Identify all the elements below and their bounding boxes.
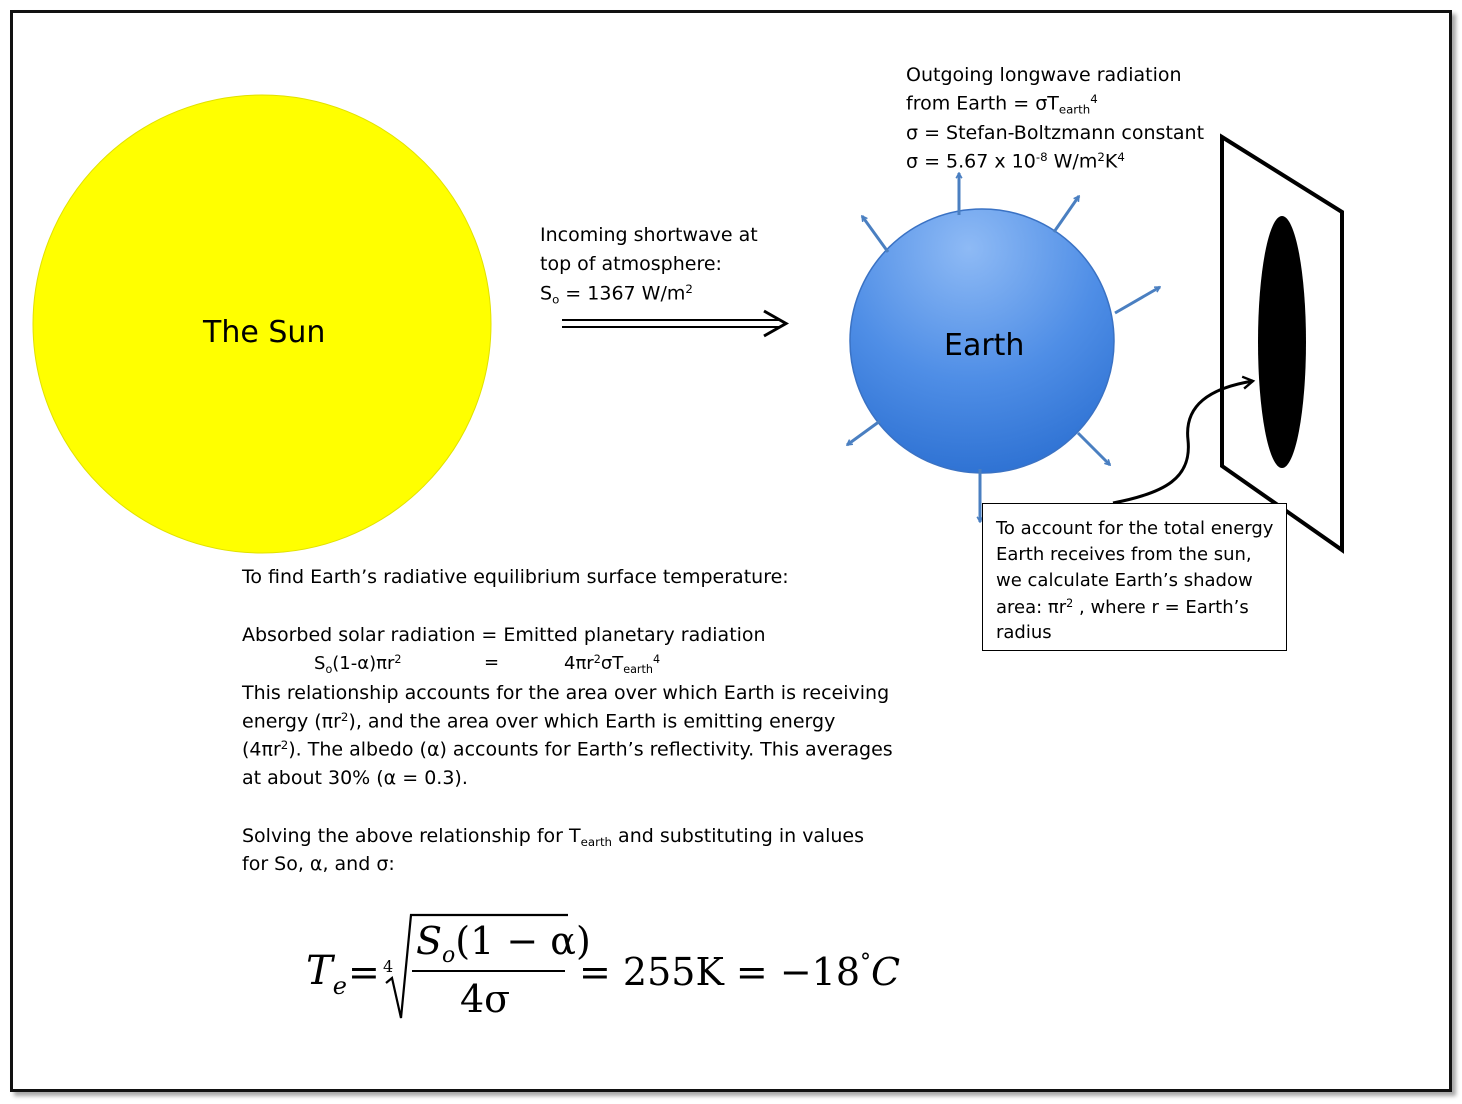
shadow-note-line-1: To account for the total energy xyxy=(996,518,1274,539)
formula-lhs: Te xyxy=(306,948,347,1000)
explanation-para-line-1: This relationship accounts for the area … xyxy=(242,682,890,704)
outgoing-arrow-up-left xyxy=(860,216,890,253)
earth-shadow xyxy=(1258,216,1306,468)
equation-equals: = xyxy=(484,652,500,673)
explanation-para-line-4: at about 30% (α = 0.3). xyxy=(242,767,468,789)
sun-label: The Sun xyxy=(203,315,326,350)
formula-root xyxy=(385,913,568,1019)
outgoing-arrow-down-right xyxy=(1076,431,1110,465)
explanation-balance: Absorbed solar radiation = Emitted plane… xyxy=(242,624,766,646)
earth-label: Earth xyxy=(944,328,1025,363)
formula-numerator: So(1 − α) xyxy=(416,919,591,968)
outgoing-arrow-down-left xyxy=(847,419,881,447)
incoming-line-1: Incoming shortwave at xyxy=(540,224,758,246)
incoming-radiation-arrow xyxy=(562,309,790,338)
shadow-note-line-4: area: πr2 , where r = Earth’s xyxy=(996,597,1249,619)
explanation-solve-line-2: for So, α, and σ: xyxy=(242,853,395,875)
explanation-para-line-3: (4πr2). The albedo (α) accounts for Eart… xyxy=(242,738,893,761)
shadow-note-box: To account for the total energy Earth re… xyxy=(982,503,1287,651)
earth-disc xyxy=(849,208,1115,474)
incoming-line-2: top of atmosphere: xyxy=(540,253,722,275)
outgoing-radiation-arrows xyxy=(847,173,1160,522)
explanation-solve-line-1: Solving the above relationship for Teart… xyxy=(242,825,864,850)
formula-root-index: 4 xyxy=(383,957,394,976)
sun-disc xyxy=(32,94,492,554)
shadow-note-line-2: Earth receives from the sun, xyxy=(996,544,1252,565)
outgoing-line-2: from Earth = σTearth4 xyxy=(906,92,1098,117)
formula-denominator: 4σ xyxy=(460,977,511,1021)
outgoing-arrow-right xyxy=(1114,285,1160,315)
equation-right-side: 4πr2σTearth4 xyxy=(564,653,661,677)
formula-equals: = xyxy=(348,950,380,994)
outgoing-line-4: σ = 5.67 x 10-8 W/m2K4 xyxy=(906,150,1125,173)
explanation-para-line-2: energy (πr2), and the area over which Ea… xyxy=(242,710,836,733)
equation-left-side: So(1-α)πr2 xyxy=(314,653,402,677)
formula-result: = 255K = −18°C xyxy=(579,950,901,994)
shadow-note-line-3: we calculate Earth’s shadow xyxy=(996,570,1253,591)
shadow-pointer-arrow xyxy=(1112,381,1253,505)
shadow-note-line-5: radius xyxy=(996,622,1052,643)
outgoing-line-1: Outgoing longwave radiation xyxy=(906,64,1182,86)
explanation-intro: To find Earth’s radiative equilibrium su… xyxy=(242,566,789,588)
outgoing-line-3: σ = Stefan-Boltzmann constant xyxy=(906,122,1205,144)
incoming-solar-constant: So = 1367 W/m2 xyxy=(540,282,693,307)
outgoing-arrow-up-right xyxy=(1052,196,1081,233)
